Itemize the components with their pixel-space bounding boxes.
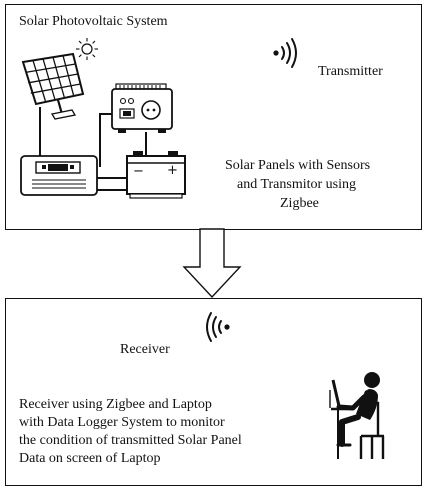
battery-negative-label: − xyxy=(133,164,144,179)
battery-positive-label: + xyxy=(167,163,178,178)
panel-title: Solar Photovoltaic System xyxy=(19,14,168,29)
transmitter-description-line-1: Solar Panels with Sensors xyxy=(225,158,371,173)
sun-icon xyxy=(76,38,98,60)
inverter-icon xyxy=(111,83,173,133)
person-at-laptop-icon xyxy=(329,372,385,459)
system-wiring xyxy=(39,107,147,191)
battery-icon xyxy=(126,151,186,199)
solar-panel-icon xyxy=(21,52,85,120)
transmit-signal-icon xyxy=(273,38,297,68)
down-arrow-icon xyxy=(182,228,242,299)
charge-controller-icon xyxy=(20,155,98,196)
receiver-description-line-3: the condition of transmitted Solar Panel xyxy=(19,433,242,448)
receive-signal-icon xyxy=(206,312,230,342)
receiver-description-line-2: with Data Logger System to monitor xyxy=(19,415,225,430)
receiver-description-line-1: Receiver using Zigbee and Laptop xyxy=(19,397,212,412)
transmitter-description-line-3: Zigbee xyxy=(280,196,319,211)
receiver-label: Receiver xyxy=(120,342,170,357)
transmitter-description-line-2: and Transmitor using xyxy=(237,177,357,192)
transmitter-label: Transmitter xyxy=(318,64,383,79)
receiver-description-line-4: Data on screen of Laptop xyxy=(19,451,161,466)
